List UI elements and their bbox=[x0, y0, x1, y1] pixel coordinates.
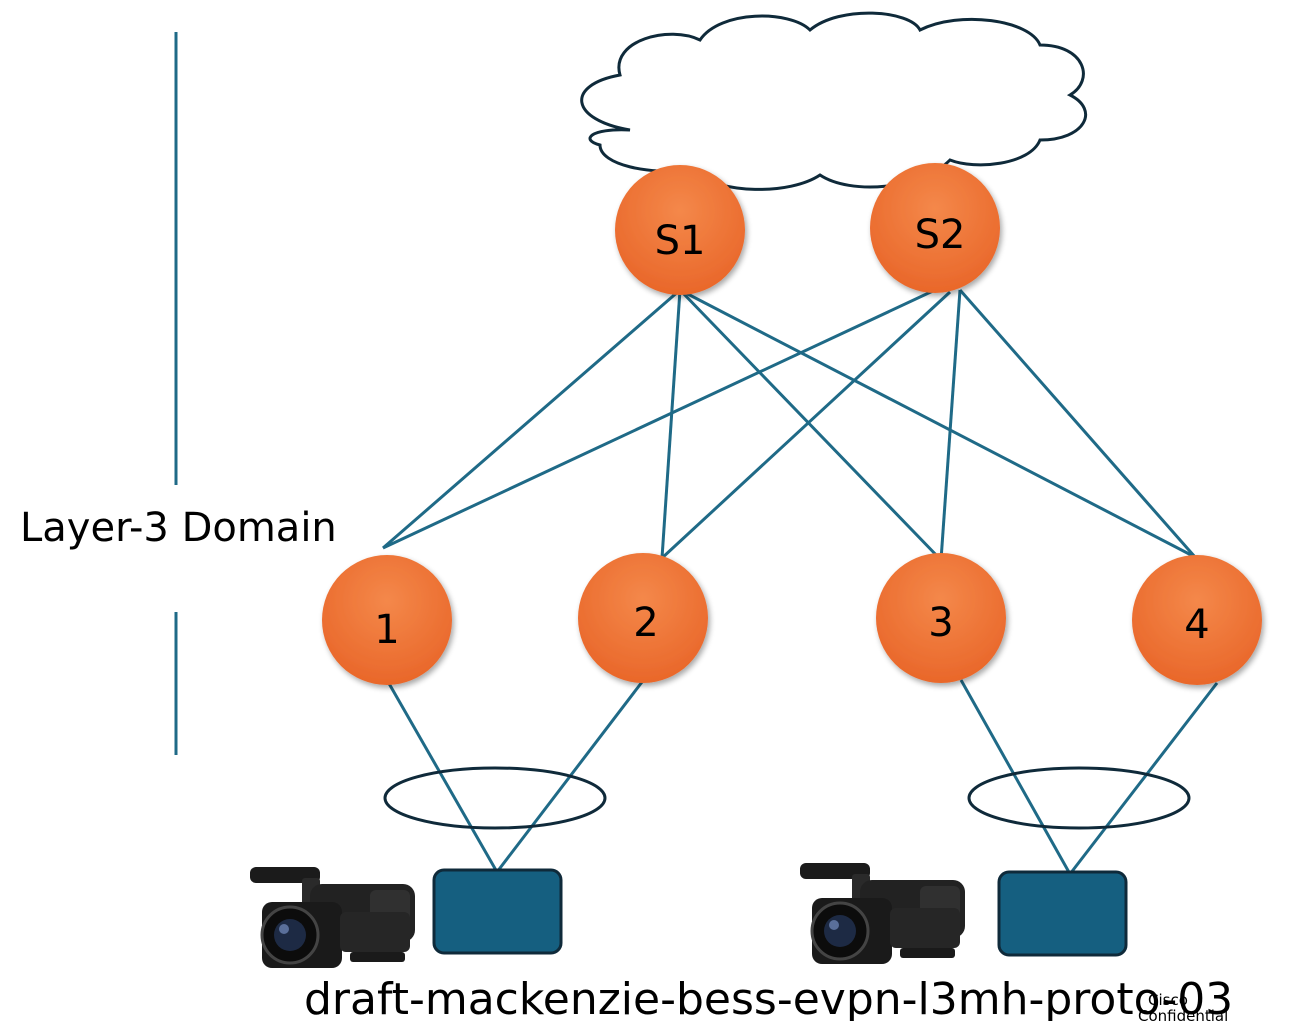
link-s1-leaf3 bbox=[678, 288, 943, 562]
leaf-node-3[interactable]: 3 bbox=[876, 553, 1006, 683]
footer-org: Cisco bbox=[1148, 991, 1188, 1009]
link-leaf4-host-b bbox=[1068, 682, 1219, 875]
leaf-node-3-label: 3 bbox=[928, 600, 953, 646]
spine-node-s1[interactable]: S1 bbox=[615, 165, 745, 295]
link-s1-leaf1 bbox=[382, 288, 681, 550]
cloud-icon bbox=[580, 11, 1088, 191]
link-s2-leaf2 bbox=[660, 290, 952, 560]
footer-classification: Confidential bbox=[1138, 1007, 1228, 1021]
host-box-b[interactable] bbox=[997, 870, 1128, 957]
links bbox=[382, 288, 1197, 562]
link-s2-leaf1 bbox=[382, 288, 936, 550]
video-camera-icon bbox=[800, 863, 965, 964]
leaf-node-1[interactable]: 1 bbox=[322, 555, 452, 685]
multihoming-ellipse-a bbox=[383, 766, 607, 830]
leaf-node-4[interactable]: 4 bbox=[1132, 555, 1262, 685]
spine-node-s1-label: S1 bbox=[655, 218, 706, 264]
video-camera-icon bbox=[250, 867, 415, 968]
spine-node-s2-label: S2 bbox=[915, 212, 966, 258]
footer-title: draft-mackenzie-bess-evpn-l3mh-proto-03 bbox=[304, 974, 1233, 1021]
spine-node-s2[interactable]: S2 bbox=[870, 163, 1000, 293]
host-links bbox=[385, 679, 1219, 875]
link-s1-leaf4 bbox=[679, 288, 1196, 559]
link-s2-leaf4 bbox=[958, 289, 1197, 558]
link-leaf3-host-b bbox=[959, 679, 1072, 875]
link-s2-leaf3 bbox=[939, 289, 962, 561]
link-leaf1-host-a bbox=[385, 679, 499, 873]
multihoming-ellipse-b bbox=[967, 766, 1191, 830]
link-s1-leaf2 bbox=[660, 289, 682, 559]
host-box-a[interactable] bbox=[432, 868, 563, 955]
domain-label: Layer-3 Domain bbox=[20, 505, 337, 551]
leaf-node-2[interactable]: 2 bbox=[578, 553, 708, 683]
leaf-node-1-label: 1 bbox=[374, 607, 399, 653]
leaf-node-2-label: 2 bbox=[633, 600, 658, 646]
leaf-node-4-label: 4 bbox=[1184, 602, 1209, 648]
